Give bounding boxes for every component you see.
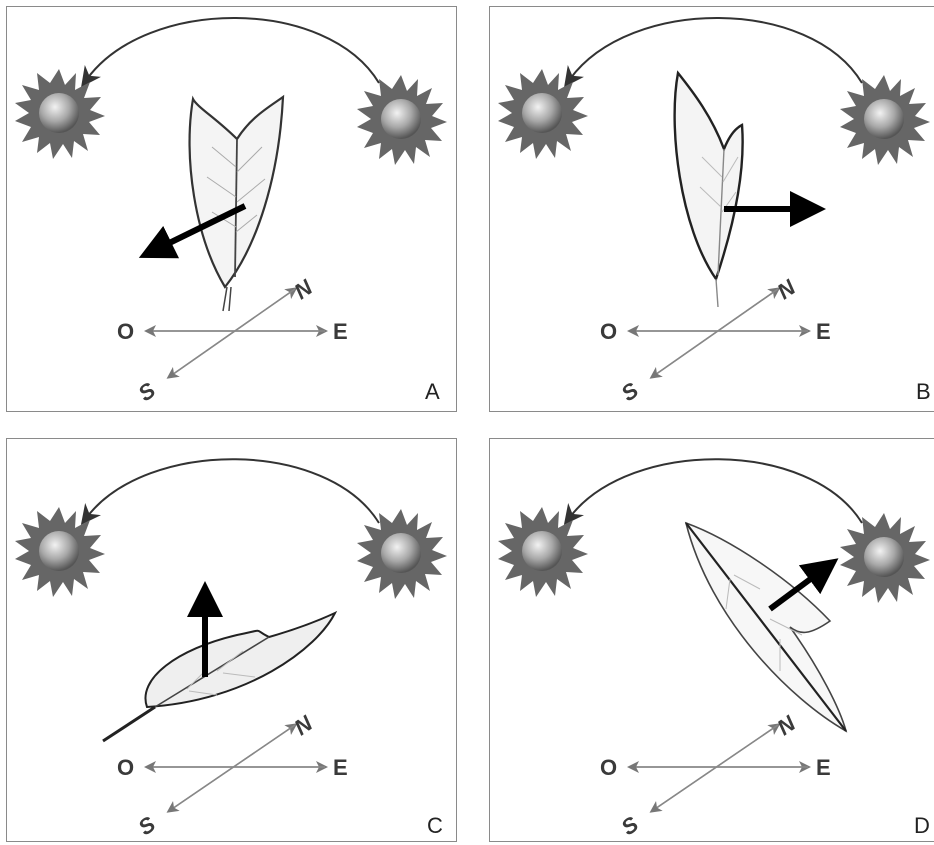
panel-letter: C xyxy=(427,813,443,838)
compass-rose: O E N S xyxy=(117,274,348,406)
panel-c-figure: O E N S C xyxy=(15,458,447,840)
panel-letter: B xyxy=(916,379,931,404)
west-label: O xyxy=(117,755,134,780)
compass-rose: O E N S xyxy=(600,274,831,406)
panel-d: O E N S D xyxy=(489,438,934,842)
panel-c: O E N S C xyxy=(6,438,457,842)
leaf-drawing xyxy=(684,521,848,733)
panel-b: O E N S B xyxy=(489,6,934,412)
normal-arrow xyxy=(138,203,247,259)
south-label: S xyxy=(134,811,161,840)
sun-west-icon xyxy=(15,507,105,597)
west-label: O xyxy=(600,755,617,780)
panel-a: O E N S A xyxy=(6,6,457,412)
sun-west-icon xyxy=(498,507,588,597)
sun-east-icon xyxy=(357,509,447,599)
panel-a-figure: O E N S A xyxy=(15,17,447,406)
west-label: O xyxy=(600,319,617,344)
south-label: S xyxy=(617,377,644,406)
sun-path-arc xyxy=(563,458,863,525)
sun-path-arc xyxy=(564,17,863,88)
compass-rose: O E N S xyxy=(117,710,348,840)
panel-d-figure: O E N S D xyxy=(498,458,930,840)
north-label: N xyxy=(290,710,318,740)
leaf-drawing xyxy=(188,94,285,312)
sun-path-arc xyxy=(80,458,380,525)
panel-letter: D xyxy=(914,813,930,838)
west-label: O xyxy=(117,319,134,344)
east-label: E xyxy=(816,319,831,344)
north-label: N xyxy=(773,274,801,304)
east-label: E xyxy=(333,319,348,344)
sun-east-icon xyxy=(840,513,930,603)
compass-rose: O E N S xyxy=(600,710,831,840)
south-label: S xyxy=(617,811,644,840)
panel-letter: A xyxy=(425,379,440,404)
east-label: E xyxy=(333,755,348,780)
leaf-drawing xyxy=(673,70,744,308)
sun-west-icon xyxy=(498,69,588,159)
panel-b-figure: O E N S B xyxy=(498,17,931,406)
sun-path-arc xyxy=(81,17,380,88)
sun-east-icon xyxy=(357,75,447,165)
north-label: N xyxy=(290,274,318,304)
south-label: S xyxy=(134,377,161,406)
leaf-drawing xyxy=(102,610,338,743)
sun-west-icon xyxy=(15,69,105,159)
sun-east-icon xyxy=(840,75,930,165)
east-label: E xyxy=(816,755,831,780)
north-label: N xyxy=(773,710,801,740)
normal-arrow xyxy=(768,558,839,612)
